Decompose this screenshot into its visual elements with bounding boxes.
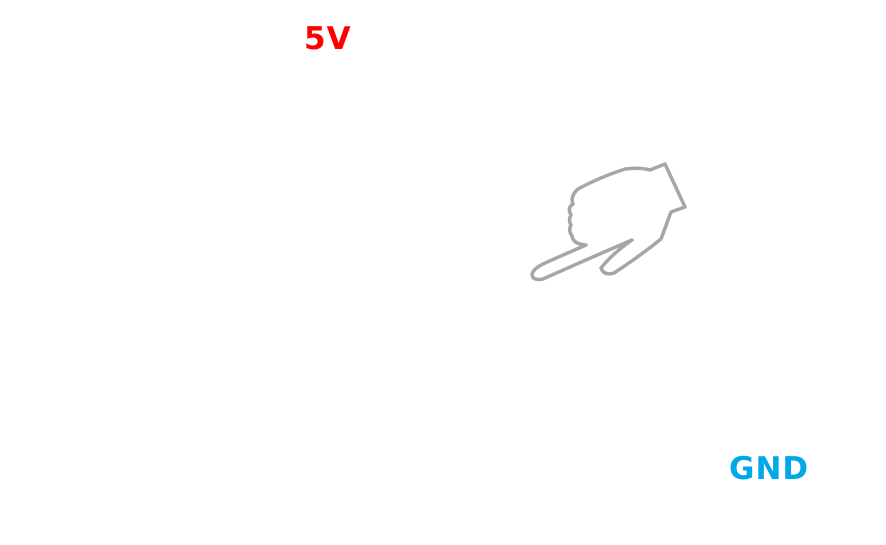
ground-label-gnd: GND — [729, 451, 810, 487]
power-label-5v: 5V — [304, 21, 352, 57]
hand-outline — [530, 162, 687, 282]
